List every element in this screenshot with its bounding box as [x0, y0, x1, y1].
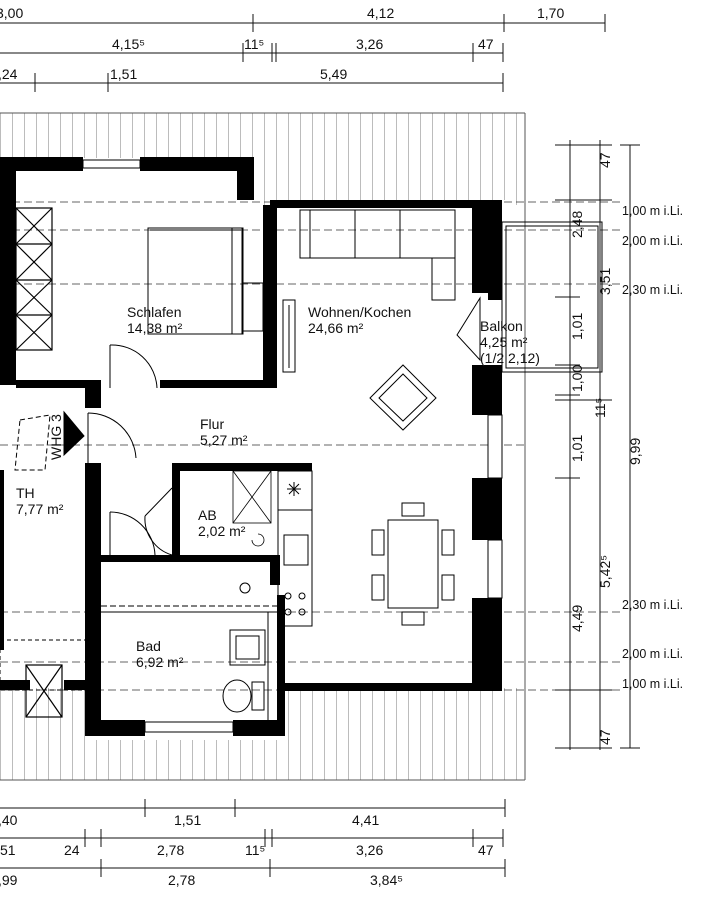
dim-top-2-a: 4,15⁵: [112, 36, 145, 52]
bottom-dimension-lines: [0, 799, 506, 877]
room-balkon-name: Balkon: [480, 318, 523, 334]
room-balkon-note: (1/2 2,12): [480, 350, 540, 366]
dim-top-3-b: 1,51: [110, 66, 137, 82]
dim-right-inner-1: 2,48: [569, 211, 585, 238]
room-ab-area: 2,02 m²: [198, 523, 246, 539]
dim-bottom-2-e: 3,26: [356, 842, 383, 858]
roof-windows: [15, 207, 63, 718]
dim-bottom-1-b: 1,51: [174, 812, 201, 828]
bath-fixtures: [101, 582, 277, 720]
dim-right-outer-3: 47: [597, 729, 613, 745]
kitchen-counter: [277, 470, 313, 627]
top-dimension-lines: [0, 14, 606, 92]
doors: [87, 296, 481, 556]
windows: [82, 159, 503, 733]
dim-bottom-2-f: 47: [478, 842, 494, 858]
dim-right-inner-6: 1,01: [569, 435, 585, 462]
dim-top-1-b: 4,12: [367, 5, 394, 21]
room-flur-name: Flur: [200, 416, 224, 432]
bedroom-furniture: [147, 227, 296, 373]
dim-right-inner-2: 3,51: [597, 268, 613, 295]
dim-top-2-d: 47: [478, 36, 494, 52]
dim-top-1-a: 3,00: [0, 5, 23, 21]
top-dimension-text: 3,00 4,12 1,70 4,15⁵ 11⁵ 3,26 47 ,24 1,5…: [0, 5, 564, 82]
dim-right-inner-5: 11⁵: [592, 398, 608, 418]
room-bad-name: Bad: [136, 638, 161, 654]
dim-bottom-1-c: 4,41: [352, 812, 379, 828]
right-dimension-lines: [555, 140, 640, 750]
dim-right-outer-2: 9,99: [627, 438, 643, 465]
dim-bottom-1-a: ,40: [0, 812, 18, 828]
sofa: [299, 209, 456, 301]
dim-top-2-b: 11⁵: [244, 36, 264, 52]
height-mark-4: 2,30 m i.Li.: [622, 598, 683, 612]
roof-hatch: [0, 112, 526, 781]
room-wohnen-area: 24,66 m²: [308, 320, 364, 336]
dim-bottom-2-a: 51: [0, 842, 16, 858]
height-mark-3: 2,30 m i.Li.: [622, 283, 683, 297]
dim-right-inner-3: 1,01: [569, 313, 585, 340]
dim-top-3-a: ,24: [0, 66, 18, 82]
height-mark-1: 1,00 m i.Li.: [622, 204, 683, 218]
room-bad-area: 6,92 m²: [136, 654, 184, 670]
dim-bottom-2-c: 2,78: [157, 842, 184, 858]
height-mark-6: 1,00 m i.Li.: [622, 677, 683, 691]
room-labels: Schlafen 14,38 m² Wohnen/Kochen 24,66 m²…: [16, 304, 540, 670]
storage-fixtures: [232, 470, 272, 547]
dim-top-3-c: 5,49: [320, 66, 347, 82]
dining-table: [371, 502, 455, 626]
room-schlafen-name: Schlafen: [127, 304, 181, 320]
room-flur-area: 5,27 m²: [200, 432, 248, 448]
height-mark-5: 2,00 m i.Li.: [622, 647, 683, 661]
walls: [0, 157, 502, 736]
balcony: [501, 221, 603, 373]
dim-right-inner-8: 4,49: [569, 605, 585, 632]
height-mark-2: 2,00 m i.Li.: [622, 234, 683, 248]
height-marks: 1,00 m i.Li. 2,00 m i.Li. 2,30 m i.Li. 2…: [622, 204, 683, 691]
room-wohnen-name: Wohnen/Kochen: [308, 304, 411, 320]
dim-top-1-c: 1,70: [537, 5, 564, 21]
dim-bottom-2-b: 24: [64, 842, 80, 858]
dim-bottom-3-a: ,99: [0, 872, 18, 888]
room-balkon-area: 4,25 m²: [480, 334, 528, 350]
dim-bottom-3-b: 2,78: [168, 872, 195, 888]
unit-label: WHG 3: [48, 414, 64, 460]
bottom-dimension-text: ,40 1,51 4,41 51 24 2,78 11⁵ 3,26 47 ,99…: [0, 812, 494, 888]
armchair: [369, 364, 437, 431]
dim-bottom-3-c: 3,84⁵: [370, 872, 403, 888]
stair-marker: [0, 410, 101, 691]
room-th-area: 7,77 m²: [16, 501, 64, 517]
dim-right-outer-1: 47: [597, 152, 613, 168]
room-schlafen-area: 14,38 m²: [127, 320, 183, 336]
dim-right-inner-4: 1,00: [569, 365, 585, 392]
right-dimension-text: 2,48 3,51 1,01 1,00 11⁵ 1,01 5,42⁵ 4,49 …: [569, 152, 643, 745]
dim-bottom-2-d: 11⁵: [245, 842, 265, 858]
room-ab-name: AB: [198, 507, 217, 523]
room-th-name: TH: [16, 485, 35, 501]
dim-right-inner-7: 5,42⁵: [597, 555, 613, 588]
dim-top-2-c: 3,26: [356, 36, 383, 52]
